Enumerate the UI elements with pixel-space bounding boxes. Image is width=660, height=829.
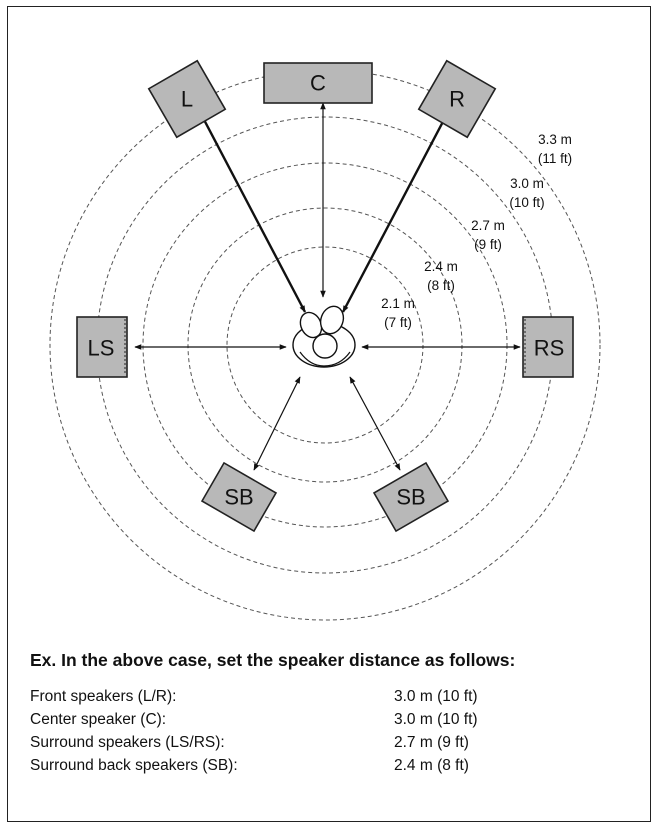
settings-row-surround: Surround speakers (LS/RS): 2.7 m (9 ft) (30, 731, 610, 754)
settings-row-center: Center speaker (C): 3.0 m (10 ft) (30, 708, 610, 731)
distance-label-9ft: (9 ft) (474, 237, 502, 252)
speaker-surround-left-label: LS (88, 336, 115, 361)
distance-label-2-7m: 2.7 m (471, 218, 505, 233)
example-caption: Ex. In the above case, set the speaker d… (30, 650, 516, 670)
speaker-surround-right-label: RS (534, 336, 565, 361)
arrow-surround-back-right (349, 376, 401, 471)
settings-label-front: Front speakers (L/R): (30, 688, 177, 705)
distance-label-10ft: (10 ft) (509, 195, 544, 210)
settings-value-center: 3.0 m (10 ft) (394, 711, 478, 728)
speaker-front-right-label: R (449, 87, 465, 112)
distance-label-11ft: (11 ft) (538, 151, 572, 166)
settings-label-surround: Surround speakers (LS/RS): (30, 734, 225, 751)
speaker-front-right: R (417, 59, 497, 139)
speaker-front-left-label: L (181, 87, 193, 112)
speaker-surround-back-right: SB (372, 461, 450, 533)
speaker-surround-left: LS (76, 316, 128, 378)
speaker-center-label: C (310, 71, 326, 96)
settings-value-surround: 2.7 m (9 ft) (394, 734, 469, 751)
settings-row-front: Front speakers (L/R): 3.0 m (10 ft) (30, 685, 610, 708)
settings-value-surround-back: 2.4 m (8 ft) (394, 757, 469, 774)
distance-settings-table: Front speakers (L/R): 3.0 m (10 ft) Cent… (30, 685, 610, 777)
distance-label-8ft: (8 ft) (427, 278, 455, 293)
settings-row-surround-back: Surround back speakers (SB): 2.4 m (8 ft… (30, 754, 610, 777)
speaker-front-left: L (147, 59, 227, 139)
distance-label-2-4m: 2.4 m (424, 259, 458, 274)
distance-label-3-0m: 3.0 m (510, 176, 544, 191)
speaker-surround-back-left-label: SB (224, 485, 253, 510)
speaker-surround-back-left: SB (200, 461, 278, 533)
distance-label-7ft: (7 ft) (384, 315, 412, 330)
figure-frame (7, 6, 651, 822)
speaker-center: C (263, 62, 373, 104)
speaker-surround-back-right-label: SB (396, 485, 425, 510)
arrow-front-left (199, 113, 307, 313)
distance-label-2-1m: 2.1 m (381, 296, 415, 311)
settings-label-center: Center speaker (C): (30, 711, 167, 728)
distance-label-3-3m: 3.3 m (538, 132, 572, 147)
listener-icon (292, 305, 356, 368)
speaker-layout-diagram: C L R LS RS SB SB 2.1 m (7 ft) 2.4 m (8 … (49, 59, 601, 621)
settings-value-front: 3.0 m (10 ft) (394, 688, 478, 705)
arrow-front-right (341, 113, 449, 313)
arrow-surround-back-left (253, 376, 301, 471)
speaker-surround-right: RS (522, 316, 574, 378)
settings-label-surround-back: Surround back speakers (SB): (30, 757, 238, 774)
